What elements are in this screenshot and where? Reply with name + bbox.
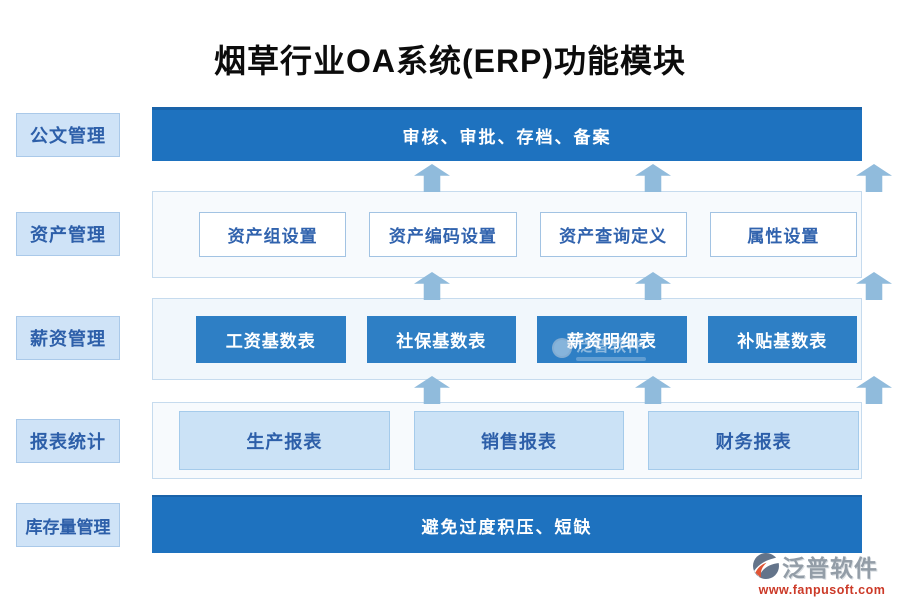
diagram-box-finance-report: 财务报表 (648, 411, 860, 470)
sidebar-item-salary-mgmt: 薪资管理 (16, 316, 120, 360)
sidebar-item-document-mgmt: 公文管理 (16, 113, 120, 157)
up-arrow-icon (414, 164, 450, 192)
brand-logo: 泛普软件 www.fanpusoft.com (752, 549, 892, 597)
sidebar-item-label: 库存量管理 (25, 517, 111, 537)
asset-settings-row: 资产组设置 资产编码设置 资产查询定义 属性设置 (152, 191, 862, 278)
diagram-box-sales-report: 销售报表 (413, 411, 625, 470)
bottom-goal-bar: 避免过度积压、短缺 (152, 495, 862, 553)
diagram-main-column: 审核、审批、存档、备案 资产组设置 资产编码设置 资产查询定义 属性设置 工资基… (152, 0, 892, 600)
sidebar-item-label: 薪资管理 (30, 329, 106, 349)
brand-name: 泛普软件 (782, 555, 878, 581)
sidebar-item-label: 资产管理 (30, 225, 106, 245)
up-arrow-icon (635, 376, 671, 404)
brand-logo-icon (753, 553, 779, 579)
diagram-box-production-report: 生产报表 (179, 411, 390, 470)
diagram-box-salary-detail: 薪资明细表 (537, 315, 687, 363)
diagram-box-social-base: 社保基数表 (366, 315, 516, 363)
page-title: 烟草行业OA系统(ERP)功能模块 (213, 43, 687, 79)
up-arrow-icon (414, 376, 450, 404)
diagram-box-attribute: 属性设置 (709, 212, 857, 257)
sidebar-item-inventory-mgmt: 库存量管理 (16, 503, 120, 547)
up-arrow-icon (635, 164, 671, 192)
diagram-box-subsidy-base: 补贴基数表 (707, 315, 857, 363)
salary-tables-row: 工资基数表 社保基数表 薪资明细表 补贴基数表 (152, 298, 862, 380)
sidebar-item-label: 公文管理 (30, 126, 106, 146)
diagram-box-asset-group: 资产组设置 (199, 212, 347, 257)
bottom-goal-bar-label: 避免过度积压、短缺 (421, 517, 593, 537)
sidebar-item-report-stats: 报表统计 (16, 419, 120, 463)
top-process-bar-label: 审核、审批、存档、备案 (402, 128, 612, 147)
diagram-box-asset-code: 资产编码设置 (369, 212, 517, 257)
up-arrow-icon (856, 376, 892, 404)
diagram-box-wage-base: 工资基数表 (196, 315, 346, 363)
diagram-box-asset-query: 资产查询定义 (539, 212, 687, 257)
up-arrow-icon (856, 164, 892, 192)
brand-url: www.fanpusoft.com (758, 583, 886, 597)
sidebar-item-label: 报表统计 (30, 432, 106, 452)
top-process-bar: 审核、审批、存档、备案 (152, 107, 862, 161)
report-tables-row: 生产报表 销售报表 财务报表 (152, 402, 862, 479)
sidebar-item-asset-mgmt: 资产管理 (16, 212, 120, 256)
